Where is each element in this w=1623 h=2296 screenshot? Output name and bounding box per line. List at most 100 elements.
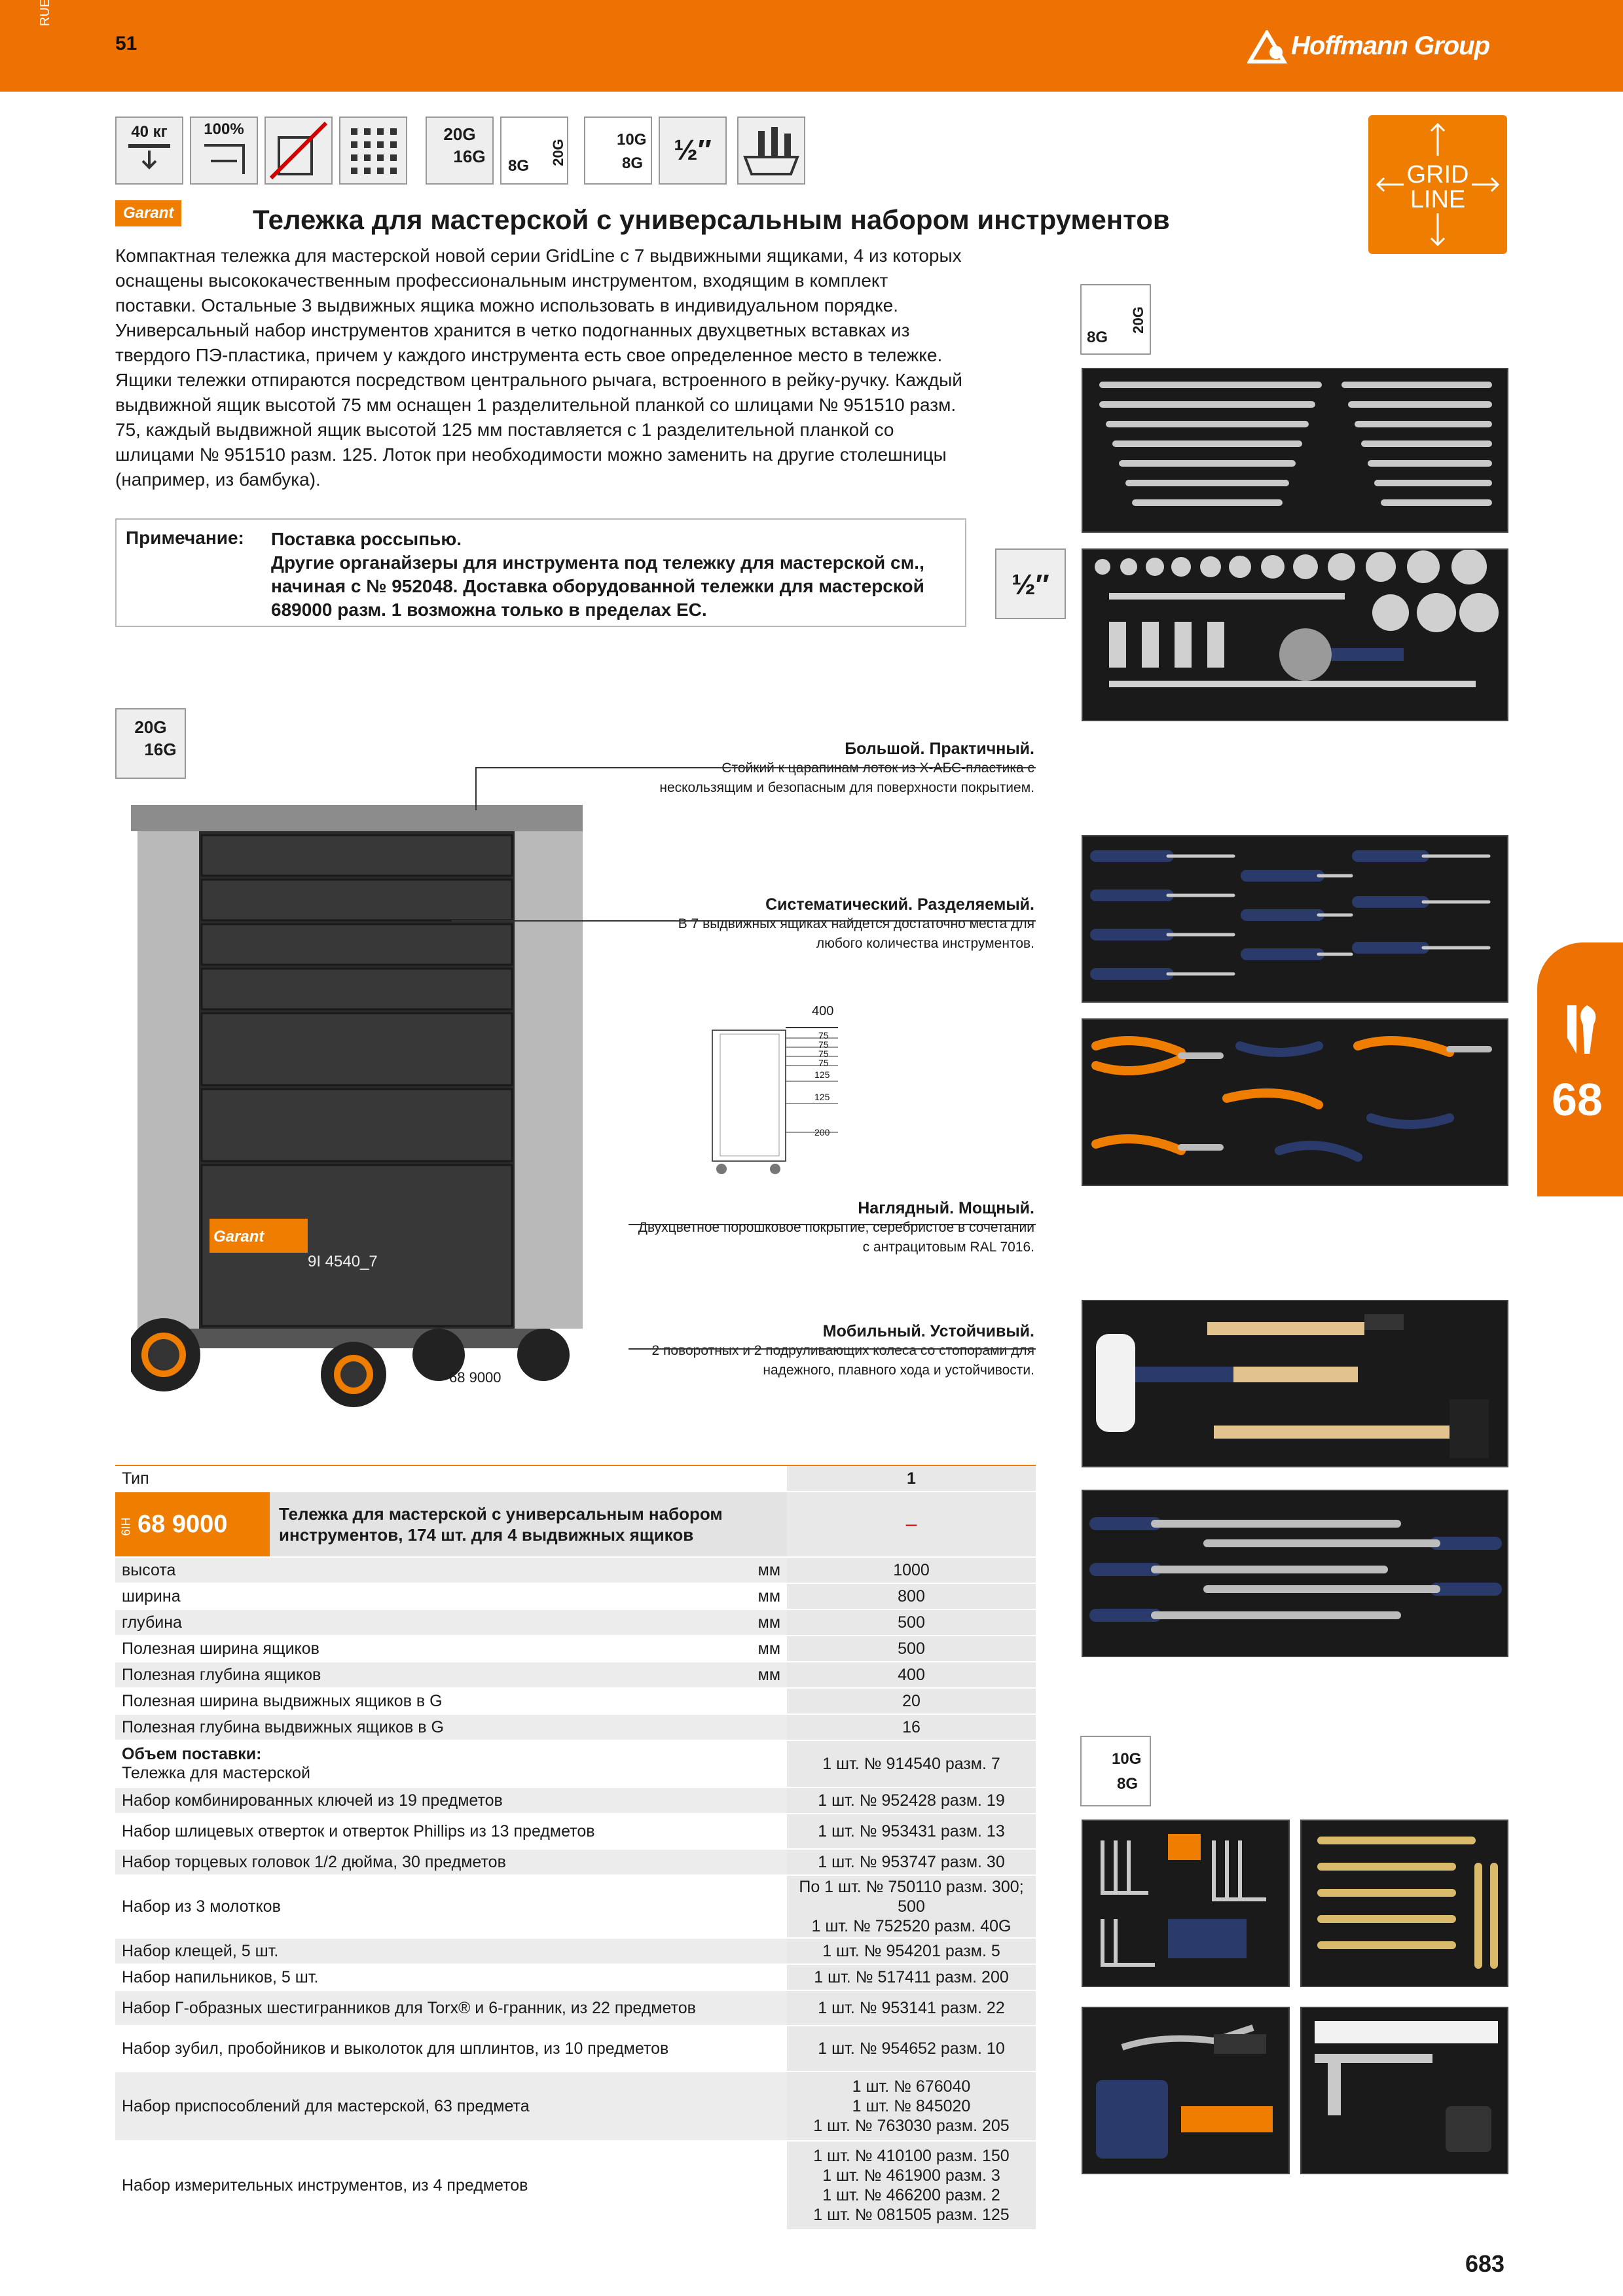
callout-2-text: В 7 выдвижных ящиках найдется достаточно… bbox=[678, 916, 1034, 951]
load-40kg-icon: 40 кг bbox=[115, 117, 183, 185]
dimension-drawing: 400 75 75 75 75 125 125 200 bbox=[707, 1001, 851, 1185]
drawer-8g20g-icon: 8G 20G bbox=[500, 117, 568, 185]
callout-4-line bbox=[629, 1348, 1036, 1350]
delivery-heading: Объем поставки: bbox=[122, 1745, 262, 1763]
tool-tray-icon bbox=[737, 117, 805, 185]
type-row: Тип 1 bbox=[115, 1465, 1036, 1492]
gridline-badge: GRID LINE bbox=[1368, 115, 1507, 254]
no-tipping-icon bbox=[264, 117, 333, 185]
cart-caption: 68 9000 bbox=[449, 1369, 501, 1386]
dim-row-1: 75 bbox=[818, 1030, 829, 1041]
callout-3-heading: Наглядный. Мощный. bbox=[858, 1199, 1034, 1217]
hammer-set-tray bbox=[1082, 1300, 1508, 1467]
socket-set-tray bbox=[1082, 548, 1508, 721]
callout-1-heading: Большой. Практичный. bbox=[845, 740, 1034, 758]
cart-brand-label: Garant bbox=[213, 1228, 264, 1246]
cart-model-label: 9I 4540_7 bbox=[308, 1253, 378, 1270]
intro-paragraph-1: Компактная тележка для мастерской новой … bbox=[115, 245, 962, 365]
article-price-dash: – bbox=[787, 1492, 1036, 1558]
callout-4: Мобильный. Устойчивый. 2 поворотных и 2 … bbox=[629, 1322, 1034, 1380]
delivery-row: Набор Г-образных шестигранников для Torx… bbox=[115, 1990, 1036, 2026]
file-set-tray bbox=[1082, 1490, 1508, 1657]
dim-row-5: 125 bbox=[814, 1069, 830, 1080]
screwdriver-set-tray bbox=[1082, 835, 1508, 1003]
brand-name: Hoffmann Group bbox=[1291, 31, 1490, 60]
hex-key-set-tray bbox=[1082, 1820, 1290, 1987]
section-number: 51 bbox=[115, 33, 137, 54]
callout-2-line bbox=[452, 920, 1036, 922]
article-description: Тележка для мастерской с универсальным н… bbox=[270, 1492, 787, 1556]
wrench-set-tray bbox=[1082, 368, 1508, 533]
tools-icon bbox=[1567, 1005, 1596, 1054]
chisel-set-tray bbox=[1300, 1820, 1508, 1987]
callout-3-line bbox=[629, 1224, 1036, 1225]
perforated-panel-icon bbox=[339, 117, 407, 185]
dim-row-4: 75 bbox=[818, 1058, 829, 1068]
article-prefix: 6IH bbox=[119, 1516, 133, 1535]
gridline-text-1: GRID bbox=[1406, 161, 1469, 188]
product-description: Компактная тележка для мастерской новой … bbox=[115, 243, 973, 492]
gridline-text-2: LINE bbox=[1410, 186, 1466, 213]
tray-drawer-8g20g-icon: 8G 20G bbox=[1080, 284, 1151, 355]
brand-logo bbox=[1246, 29, 1289, 67]
chapter-tab: 68 bbox=[1537, 942, 1623, 1196]
callout-4-heading: Мобильный. Устойчивый. bbox=[822, 1322, 1034, 1340]
callout-1-text: Стойкий к царапинам лоток из Х-АБС-пласт… bbox=[659, 761, 1034, 795]
callout-2: Систематический. Разделяемый. В 7 выдвиж… bbox=[629, 895, 1034, 954]
dim-row-7: 200 bbox=[814, 1127, 830, 1138]
half-inch-icon: ½″ bbox=[659, 117, 727, 185]
page-number: 683 bbox=[1465, 2250, 1505, 2277]
note-label: Примечание: bbox=[126, 528, 244, 548]
product-title: Тележка для мастерской с универсальным н… bbox=[253, 204, 1170, 235]
measuring-tools-tray bbox=[1300, 2007, 1508, 2174]
callout-3: Наглядный. Мощный. Двухцветное порошково… bbox=[629, 1199, 1034, 1257]
intro-paragraph-2: Ящики тележки отпираются посредством цен… bbox=[115, 370, 962, 490]
callout-4-text: 2 поворотных и 2 подруливающих колеса со… bbox=[651, 1343, 1034, 1378]
pliers-set-tray bbox=[1082, 1018, 1508, 1186]
delivery-row: Набор шлицевых отверток и отверток Phill… bbox=[115, 1814, 1036, 1850]
callout-2-heading: Систематический. Разделяемый. bbox=[765, 895, 1034, 914]
note-box: Примечание: Поставка россыпью. Другие ор… bbox=[115, 518, 966, 627]
delivery-row: Набор клещей, 5 шт.1 шт. № 954201 разм. … bbox=[115, 1938, 1036, 1965]
callout-3-text: Двухцветное порошковое покрытие, серебри… bbox=[638, 1220, 1034, 1255]
callout-1-leader bbox=[475, 767, 477, 810]
delivery-row: Набор комбинированных ключей из 19 предм… bbox=[115, 1787, 1036, 1814]
hoffmann-logo-icon bbox=[1246, 29, 1288, 63]
garant-logo: Garant bbox=[115, 200, 182, 226]
dim-row-3: 75 bbox=[818, 1049, 829, 1059]
workshop-accessories-tray bbox=[1082, 2007, 1290, 2174]
tray-half-inch-icon: ½″ bbox=[995, 548, 1066, 619]
delivery-row: Набор измерительных инструментов, из 4 п… bbox=[115, 2141, 1036, 2231]
delivery-row: Набор зубил, пробойников и выколоток для… bbox=[115, 2026, 1036, 2072]
language-code: RUE bbox=[38, 0, 52, 26]
dim-row-6: 125 bbox=[814, 1092, 830, 1102]
dim-row-2: 75 bbox=[818, 1039, 829, 1050]
type-label: Тип bbox=[115, 1465, 787, 1492]
article-number: 68 9000 bbox=[137, 1510, 228, 1538]
dim-width: 400 bbox=[812, 1004, 834, 1018]
spec-table: Тип 1 6IH 68 9000 Тележка для мастерской… bbox=[115, 1465, 1036, 2231]
callout-1-line bbox=[475, 767, 1036, 768]
extension-100-icon: 100% bbox=[190, 117, 258, 185]
workshop-cart-image: Garant 9I 4540_7 bbox=[127, 792, 668, 1433]
drawer-10g8g-icon: 10G 8G bbox=[584, 117, 652, 185]
delivery-row: Набор торцевых головок 1/2 дюйма, 30 пре… bbox=[115, 1849, 1036, 1876]
type-value: 1 bbox=[787, 1465, 1036, 1492]
chapter-number: 68 bbox=[1552, 1074, 1603, 1125]
delivery-row: Набор напильников, 5 шт.1 шт. № 517411 р… bbox=[115, 1964, 1036, 1991]
tray-drawer-10g8g-icon: 10G 8G bbox=[1080, 1736, 1151, 1806]
header-bar: RUE 51 Hoffmann Group bbox=[0, 0, 1623, 92]
article-row: 6IH 68 9000 Тележка для мастерской с уни… bbox=[115, 1492, 1036, 1558]
article-block: 6IH 68 9000 bbox=[115, 1492, 270, 1556]
